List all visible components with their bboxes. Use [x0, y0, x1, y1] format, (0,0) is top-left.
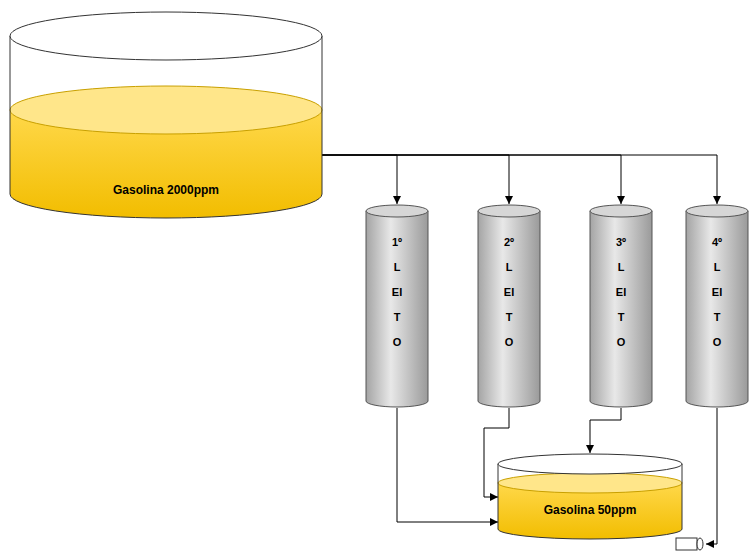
bed-number: 4º — [712, 234, 722, 250]
bed-label: LEITO — [504, 255, 515, 355]
bed-column — [366, 204, 428, 408]
bed-number: 2º — [504, 234, 514, 250]
storage-tank: Gasolina 50ppm — [498, 453, 706, 551]
flow-line — [706, 408, 717, 544]
bed-label: LEITO — [712, 255, 723, 355]
bed-number: 1º — [392, 234, 402, 250]
flow-line — [322, 155, 621, 204]
bed-column: 4ºLEITO — [686, 204, 748, 408]
flow-line — [322, 155, 509, 204]
flow-line — [322, 155, 717, 204]
tank-shape — [498, 453, 706, 551]
tank-label: Gasolina 2000ppm — [113, 182, 219, 198]
flow-line — [322, 155, 397, 204]
bed-column — [590, 204, 652, 408]
bed-column — [478, 204, 540, 408]
bed-column: 1ºLEITO — [366, 204, 428, 408]
bed-column: 2ºLEITO — [478, 204, 540, 408]
bed-number: 3º — [616, 234, 626, 250]
bed-column: 3ºLEITO — [590, 204, 652, 408]
bed-label: LEITO — [392, 255, 403, 355]
bed-column — [686, 204, 748, 408]
bed-label: LEITO — [616, 255, 627, 355]
tank-label: Gasolina 50ppm — [544, 502, 637, 518]
flow-line — [397, 408, 498, 522]
storage-tank: Gasolina 2000ppm — [10, 10, 322, 220]
flow-line — [590, 408, 621, 453]
